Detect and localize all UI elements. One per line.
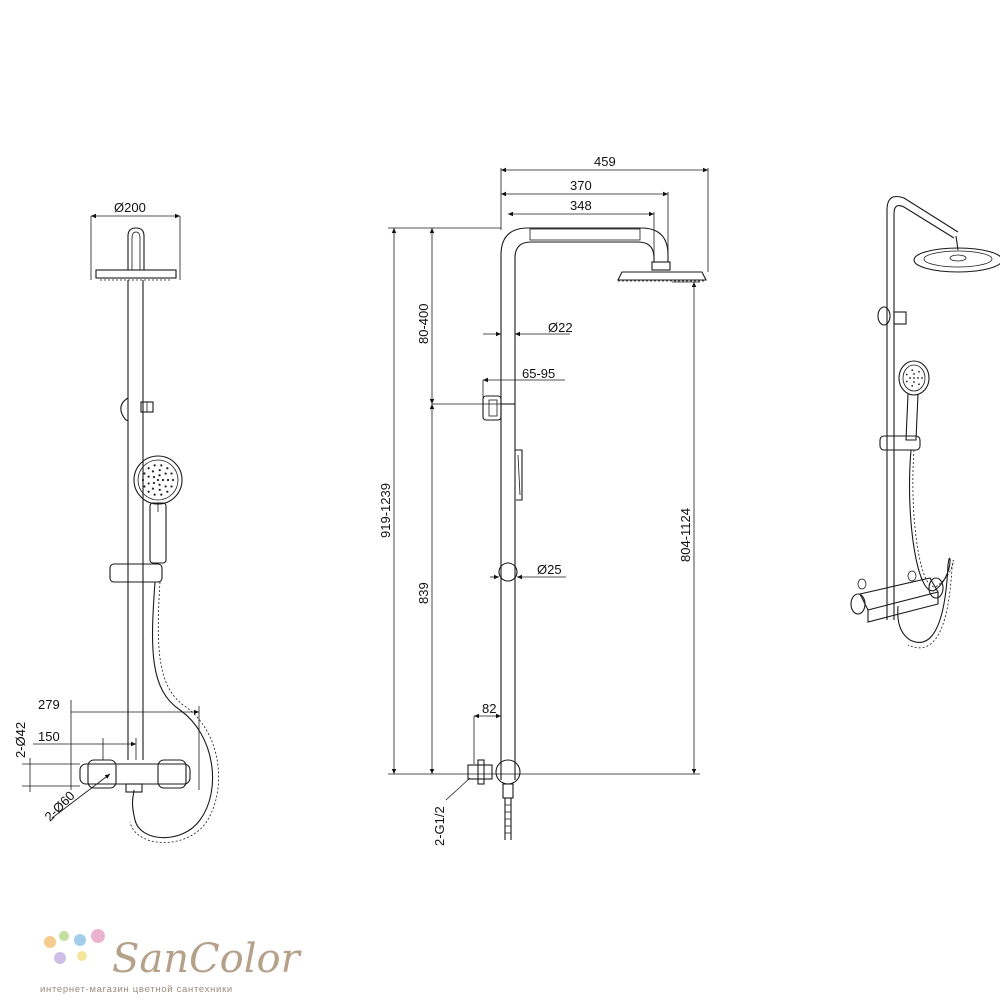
nozzle	[911, 384, 914, 387]
nozzle	[147, 475, 150, 478]
perspective-slider	[879, 435, 921, 451]
perspective-hand-shower	[898, 360, 930, 441]
dim-inner-width: 150	[38, 729, 60, 744]
perspective-mixer	[850, 570, 944, 623]
dim-bracket-height: 839	[416, 582, 431, 604]
front-slider	[498, 562, 518, 582]
nozzle	[160, 493, 163, 496]
brand-dots-logo	[44, 929, 105, 964]
dim-outer-width: 279	[38, 697, 60, 712]
nozzle	[913, 373, 915, 375]
perspective-view	[850, 195, 1000, 649]
brand-tagline: интернет-магазин цветной сантехники	[40, 984, 233, 995]
nozzle	[909, 377, 911, 379]
nozzle	[158, 488, 161, 491]
side-overhead-shower	[90, 216, 181, 281]
nozzle	[147, 490, 150, 493]
nozzle	[143, 472, 146, 475]
nozzle	[156, 478, 160, 482]
nozzle	[166, 467, 169, 470]
nozzle	[921, 377, 923, 379]
nozzle	[153, 464, 156, 467]
brand-dot	[54, 952, 66, 964]
dim-arm-inner: 348	[570, 198, 592, 213]
nozzle	[905, 373, 908, 376]
dim-bracket-offset: 65-95	[522, 366, 555, 381]
brand-dot	[59, 931, 69, 941]
side-riser-pipe	[127, 280, 144, 760]
nozzle	[171, 478, 175, 482]
nozzle	[917, 377, 919, 379]
side-hose	[129, 581, 219, 843]
side-view: Ø200 279 150 2-Ø42 2-Ø60	[13, 200, 219, 843]
nozzle	[918, 383, 920, 386]
perspective-bracket	[877, 306, 907, 326]
front-dimensions	[388, 167, 709, 801]
nozzle	[164, 472, 167, 475]
nozzle	[147, 482, 150, 485]
dim-head-height: 804-1124	[678, 508, 693, 562]
dim-arm-middle: 370	[570, 178, 592, 193]
dim-escutcheon-diameter: 2-Ø60	[42, 788, 78, 824]
side-slider	[109, 563, 163, 583]
nozzle	[905, 380, 908, 383]
dim-upper-adjust: 80-400	[416, 304, 431, 344]
front-riser-and-arm	[500, 227, 669, 780]
side-wall-bracket	[120, 397, 154, 421]
dim-arm-outer: 459	[594, 154, 616, 169]
nozzle	[143, 485, 146, 488]
dim-pipe-diameter: 2-Ø42	[13, 722, 28, 758]
front-hand-shower	[515, 449, 523, 501]
dim-total-height: 919-1239	[378, 483, 393, 538]
side-dimensions	[22, 213, 200, 819]
front-wall-bracket	[482, 395, 515, 421]
side-mixer	[79, 759, 191, 793]
brand-dot	[74, 934, 86, 946]
brand-dot	[77, 951, 87, 961]
nozzle	[152, 481, 156, 485]
nozzle	[153, 493, 156, 496]
nozzle	[152, 475, 156, 479]
nozzle	[151, 470, 155, 473]
dim-tube-diameter: Ø22	[548, 320, 573, 335]
front-view: 459 370 348 80-400 919-1239 839 804-1124…	[378, 154, 709, 846]
nozzle	[160, 464, 163, 467]
nozzle	[170, 485, 173, 488]
dim-thread: 2-G1/2	[432, 806, 447, 846]
dim-slider-diameter: Ø25	[537, 562, 562, 577]
front-mixer	[467, 759, 521, 840]
nozzle	[147, 467, 150, 470]
nozzle	[158, 483, 161, 486]
dim-wall-offset: 82	[482, 701, 496, 716]
brand-name: SanColor	[112, 936, 303, 982]
perspective-overhead-head	[913, 247, 1000, 273]
nozzle	[158, 469, 161, 472]
nozzle	[151, 487, 155, 490]
nozzle	[918, 370, 920, 373]
nozzle	[141, 478, 145, 482]
front-overhead-head	[617, 261, 707, 282]
nozzle	[166, 490, 169, 493]
nozzle	[166, 478, 170, 482]
side-hand-shower	[133, 455, 183, 564]
nozzle	[170, 472, 173, 475]
brand-watermark: SanColor интернет-магазин цветной сантех…	[40, 929, 303, 995]
brand-dot	[44, 936, 56, 948]
perspective-hose	[897, 449, 954, 649]
brand-dot	[91, 929, 105, 943]
nozzle	[913, 381, 915, 383]
nozzle	[164, 485, 167, 488]
nozzle	[913, 377, 915, 379]
nozzle	[911, 369, 914, 372]
dim-head-diameter: Ø200	[114, 200, 146, 215]
nozzle	[158, 474, 161, 477]
nozzle	[161, 478, 165, 482]
